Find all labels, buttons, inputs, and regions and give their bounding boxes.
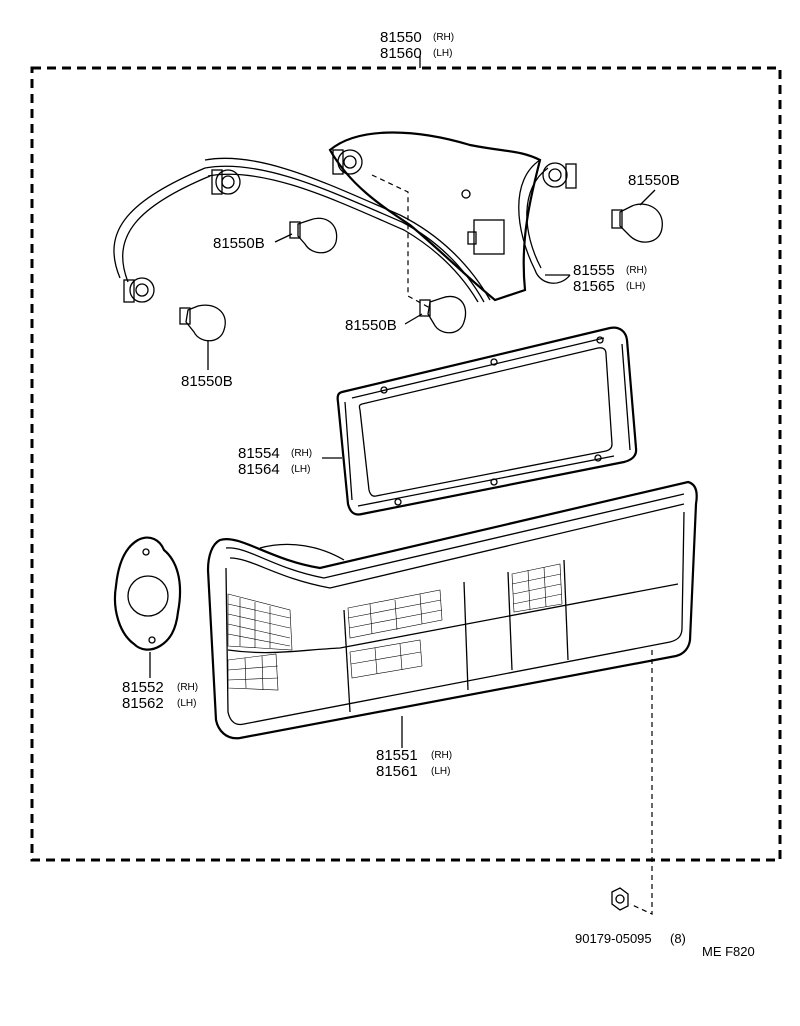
bulb-center-label: 81550B	[345, 317, 397, 334]
harness-screw	[461, 189, 471, 199]
socket-wire-harness	[113, 131, 577, 309]
harness-wire-3	[207, 173, 479, 303]
socket-left-bottom	[123, 277, 155, 303]
gasket-frame	[336, 326, 638, 516]
nut-quantity: (8)	[670, 931, 686, 946]
harness-wire-1	[204, 157, 491, 301]
nut-guide	[629, 650, 653, 915]
lens-reflector-right	[511, 563, 563, 613]
socket-wire-rh-side: (RH)	[626, 265, 647, 276]
bulb-left-mid	[289, 217, 338, 254]
assembly-rh-number: 81550	[380, 29, 422, 46]
lens-rh-number: 81551	[376, 747, 418, 764]
lens	[206, 480, 698, 740]
socket-center	[332, 149, 363, 175]
gasket-small-rh-side: (RH)	[177, 682, 198, 693]
assembly-lh-number: 81560	[380, 45, 422, 62]
gasket-frame-lh-side: (LH)	[291, 464, 310, 475]
gasket-small-rh-number: 81552	[122, 679, 164, 696]
harness-wire-2	[204, 165, 485, 303]
bulb-left-bottom	[179, 304, 226, 342]
lens-lh-number: 81561	[376, 763, 418, 780]
socket-wire-lh-side: (LH)	[626, 281, 645, 292]
harness-wire-7	[526, 167, 549, 269]
nut	[611, 887, 629, 911]
bulb-top-right	[611, 203, 663, 243]
gasket-frame-lh-number: 81564	[238, 461, 280, 478]
socket-wire-rh-number: 81555	[573, 262, 615, 279]
gasket-small	[113, 536, 182, 651]
lens-reflector-left	[227, 593, 293, 691]
harness-plate	[328, 131, 542, 302]
harness-wire-4	[113, 167, 206, 279]
harness-connector	[473, 219, 505, 255]
harness-wire-5	[122, 175, 211, 283]
gasket-small-lh-side: (LH)	[177, 698, 196, 709]
assembly-rh-side: (RH)	[433, 32, 454, 43]
gasket-small-lh-number: 81562	[122, 695, 164, 712]
figure-code: ME F820	[702, 944, 755, 959]
assembly-lh-side: (LH)	[433, 48, 452, 59]
lens-reflector-center	[347, 589, 443, 679]
bulb-center	[419, 295, 467, 334]
socket-left-top	[211, 169, 241, 195]
lens-lh-side: (LH)	[431, 766, 450, 777]
harness-wire-6	[518, 159, 571, 284]
socket-right	[542, 162, 577, 189]
gasket-frame-rh-number: 81554	[238, 445, 280, 462]
assembly-frame	[30, 66, 782, 862]
lens-rh-side: (RH)	[431, 750, 452, 761]
bulb-left-mid-label: 81550B	[213, 235, 265, 252]
gasket-frame-rh-side: (RH)	[291, 448, 312, 459]
socket-wire-lh-number: 81565	[573, 278, 615, 295]
socket-bulb-guide	[371, 174, 431, 309]
nut-part-number: 90179-05095	[575, 931, 652, 946]
bulb-left-bottom-label: 81550B	[181, 373, 233, 390]
bulb-top-right-label: 81550B	[628, 172, 680, 189]
assembly-label: 81550 (RH) 81560 (LH)	[380, 29, 454, 62]
